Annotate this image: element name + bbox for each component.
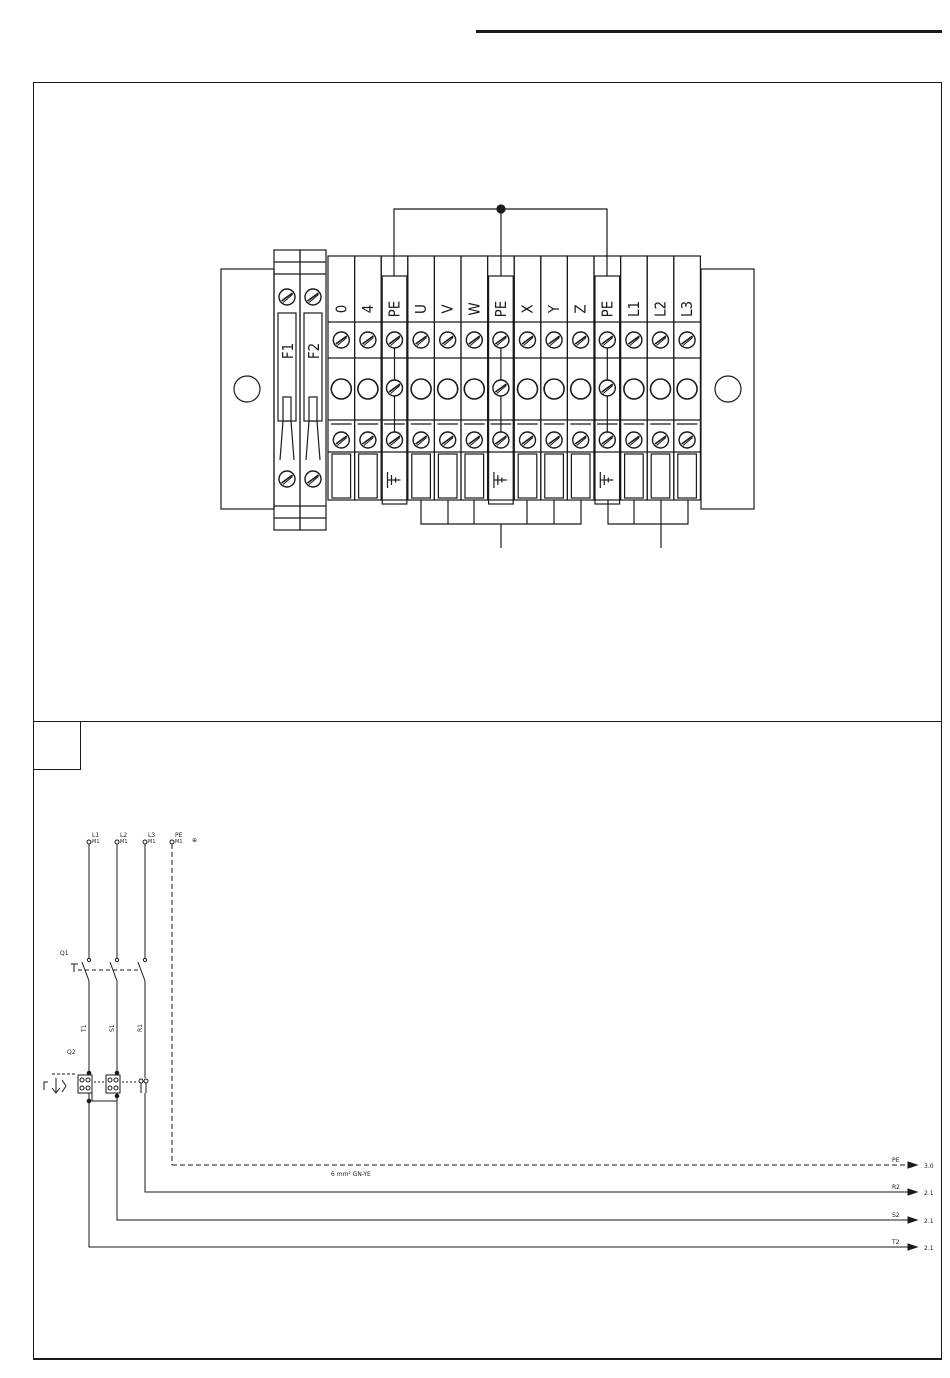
terminal-label: W — [465, 302, 483, 315]
supply-label-l1: L1 — [92, 832, 99, 839]
terminal-l3-13: L3 — [674, 256, 701, 500]
terminal-label: Y — [545, 304, 563, 314]
output-ref-t2: 2.1 — [924, 1245, 934, 1252]
terminal-label: X — [519, 304, 537, 313]
pe-bonding-wire — [394, 205, 607, 276]
right-end-bracket — [701, 269, 754, 509]
terminal-label: PE — [492, 301, 510, 318]
left-end-bracket — [221, 269, 274, 509]
supply-terminal-l2 — [115, 840, 119, 844]
ground-symbol-icon — [388, 472, 401, 488]
wire-label-s1: S1 — [109, 1024, 116, 1032]
terminal-l1-11: L1 — [621, 256, 648, 500]
ground-symbol-icon — [494, 472, 507, 488]
terminal-label: L2 — [652, 301, 670, 317]
relay-label-q2: Q2 — [67, 1049, 76, 1056]
schematic-labels: L1 M1 L2 M1 L3 M1 PE M1 ⊕ Q1 Q2 T1 S1 R1… — [60, 832, 934, 1252]
supply-sub-l1: M1 — [92, 839, 100, 845]
terminal-pe-2: PE — [381, 256, 408, 504]
terminal-pe-6: PE — [488, 256, 515, 504]
right-mounting-hole — [715, 376, 741, 402]
output-label-r2: R2 — [892, 1184, 900, 1191]
terminal-4-1: 4 — [355, 256, 382, 500]
terminal-label: 0 — [332, 305, 350, 314]
terminal-label: PE — [386, 301, 404, 318]
supply-label-l2: L2 — [120, 832, 127, 839]
protective-earth-icon: ⊕ — [192, 837, 197, 844]
supply-terminal-l1 — [87, 840, 91, 844]
overload-relay-q2 — [44, 1074, 148, 1103]
output-label-t2: T2 — [891, 1239, 900, 1246]
power-schematic — [44, 840, 917, 1250]
supply-terminal-l3 — [143, 840, 147, 844]
fuse-label-f1: F1 — [279, 343, 297, 359]
output-wiring — [89, 844, 908, 1247]
supply-sub-pe: M1 — [175, 839, 183, 845]
terminal-u-3: U — [408, 256, 435, 500]
fuse-label-f2: F2 — [305, 343, 323, 359]
terminal-l2-12: L2 — [647, 256, 674, 500]
terminal-x-7: X — [514, 256, 541, 500]
supply-label-pe: PE — [175, 832, 183, 839]
supply-label-l3: L3 — [148, 832, 155, 839]
terminal-z-9: Z — [567, 256, 594, 500]
terminal-label: 4 — [359, 305, 377, 314]
terminal-label: U — [412, 304, 430, 314]
terminal-label: L3 — [678, 301, 696, 317]
supply-sub-l3: M1 — [148, 839, 156, 845]
output-ref-s2: 2.1 — [924, 1218, 934, 1225]
output-label-pe: PE — [892, 1157, 900, 1164]
terminal-pe-10: PE — [594, 256, 621, 504]
terminal-label: PE — [598, 301, 616, 318]
terminal-label: V — [439, 304, 457, 314]
output-label-s2: S2 — [892, 1212, 900, 1219]
supply-terminal-pe — [170, 840, 174, 844]
wire-label-t1: T1 — [81, 1024, 88, 1033]
terminal-w-5: W — [461, 256, 488, 500]
cable-note: 6 mm² GN-YE — [331, 1171, 371, 1178]
terminal-label: Z — [572, 304, 590, 313]
main-switch-q1 — [71, 962, 145, 981]
terminal-y-8: Y — [541, 256, 568, 500]
terminal-0-0: 0 — [328, 256, 355, 500]
pe-junction-dot — [497, 205, 505, 213]
ground-symbol-icon — [600, 472, 613, 488]
output-ref-pe: 3.0 — [924, 1163, 934, 1170]
terminal-label: L1 — [625, 301, 643, 317]
left-mounting-hole — [234, 376, 260, 402]
wire-label-r1: R1 — [137, 1024, 144, 1032]
jumper-bridges — [421, 500, 688, 548]
terminal-v-4: V — [434, 256, 461, 500]
output-ref-r2: 2.1 — [924, 1190, 934, 1197]
switch-label-q1: Q1 — [60, 950, 69, 957]
supply-sub-l2: M1 — [120, 839, 128, 845]
